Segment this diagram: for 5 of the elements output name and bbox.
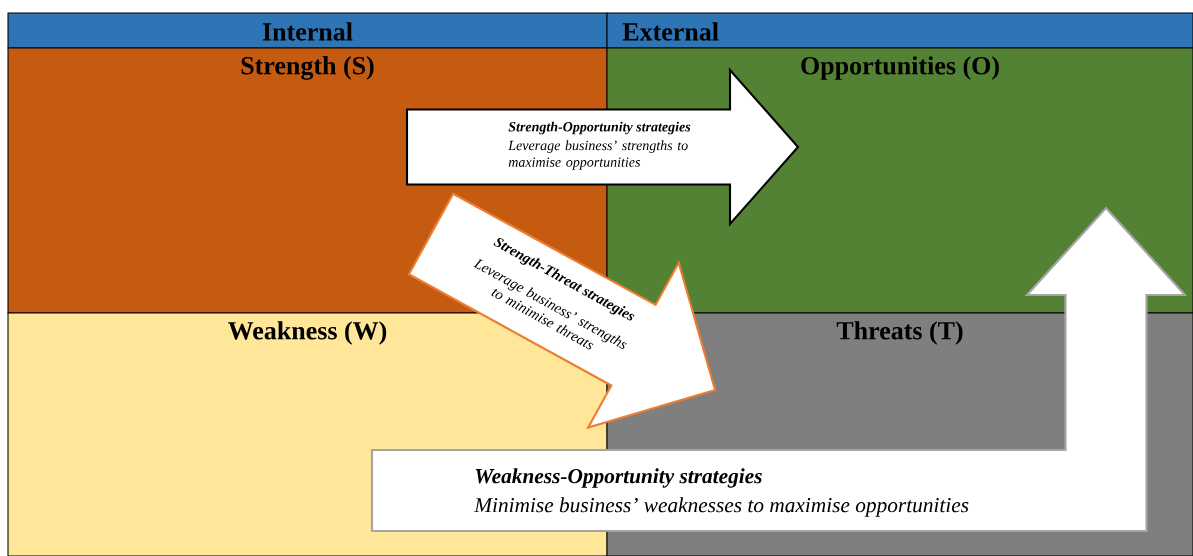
block-arrow — [405, 67, 800, 227]
header-band: External — [606, 12, 1193, 49]
header-band: Internal — [7, 12, 608, 49]
block-arrow — [407, 192, 717, 430]
block-arrow — [370, 206, 1188, 533]
